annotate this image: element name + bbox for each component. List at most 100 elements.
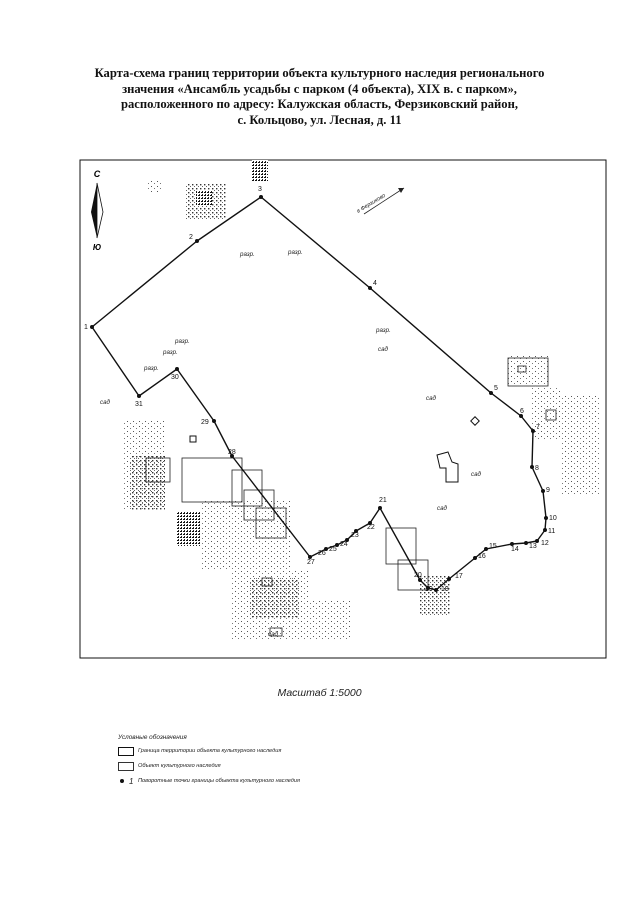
boundary-point-31 (137, 394, 141, 398)
land-label: сад (268, 631, 279, 638)
boundary-symbol (118, 746, 134, 756)
boundary-point-label-12: 12 (541, 540, 549, 547)
land-label: сад (471, 471, 482, 478)
boundary-point-label-10: 10 (549, 515, 557, 522)
heritage-boundary-line (91, 196, 547, 591)
boundary-point-label-16: 16 (478, 553, 486, 560)
boundary-point-label-9: 9 (546, 487, 550, 494)
boundary-point-16 (473, 556, 477, 560)
boundary-point-5 (489, 391, 493, 395)
object-symbol (118, 761, 134, 771)
title-line-1: Карта-схема границ территории объекта ку… (94, 66, 545, 80)
boundary-point-label-27: 27 (307, 559, 315, 566)
legend-point-text: Поворотные точки границы объекта культур… (138, 778, 300, 784)
boundary-point-label-11: 11 (548, 528, 555, 535)
title-line-3: расположенного по адресу: Калужская обла… (121, 97, 518, 112)
boundary-point-8 (530, 465, 534, 469)
compass-south-label: Ю (93, 243, 101, 252)
boundary-point-22 (368, 521, 372, 525)
terrain-texture (124, 160, 600, 640)
land-label: сад (378, 346, 389, 353)
boundary-point-label-2: 2 (189, 234, 193, 241)
title-line-4: с. Кольцово, ул. Лесная, д. 11 (237, 112, 402, 127)
boundary-point-label-14: 14 (511, 546, 519, 553)
legend-row-object: Объект культурного наследия (118, 760, 300, 772)
land-label: сад (437, 505, 448, 512)
compass: С Ю (91, 169, 104, 252)
title-line-2: значения «Ансамбль усадьбы с парком (4 о… (122, 81, 517, 96)
boundary-point-19 (426, 586, 430, 590)
boundary-point-26 (324, 547, 328, 551)
boundary-point-18 (434, 588, 438, 592)
boundary-point-label-25: 25 (329, 546, 337, 553)
boundary-point-3 (259, 195, 263, 199)
boundary-point-1 (90, 325, 94, 329)
boundary-point-21 (378, 506, 382, 510)
boundary-point-27 (308, 555, 312, 559)
boundary-point-label-26: 26 (318, 550, 326, 557)
land-label: разр. (143, 365, 159, 372)
land-label: разр. (375, 327, 391, 334)
boundary-point-29 (212, 419, 216, 423)
map-scale: Масштаб 1:5000 (277, 687, 362, 699)
legend-title: Условные обозначения (118, 734, 187, 741)
boundary-point-30 (175, 367, 179, 371)
boundary-point-label-21: 21 (379, 497, 387, 504)
boundary-point-24 (345, 538, 349, 542)
boundary-point-10 (544, 516, 548, 520)
boundary-point-label-31: 31 (135, 401, 143, 408)
boundary-point-9 (541, 489, 545, 493)
map-title: Карта-схема границ территории объекта ку… (40, 66, 599, 128)
point-symbol: 1 (118, 777, 134, 786)
boundary-point-25 (335, 543, 339, 547)
buildings (145, 357, 557, 637)
boundary-point-label-6: 6 (520, 408, 524, 415)
land-labels: разр. разр. разр. разр. разр. разр. сад сад сад с… (100, 249, 482, 638)
boundary-point-4 (368, 286, 372, 290)
boundary-point-label-29: 29 (201, 419, 209, 426)
boundary-point-label-23: 23 (351, 532, 359, 539)
boundary-point-label-8: 8 (535, 465, 539, 472)
boundary-point-label-20: 20 (414, 572, 422, 579)
boundary-point-label-4: 4 (373, 280, 377, 287)
legend-row-point: 1 Поворотные точки границы объекта культ… (118, 775, 300, 787)
boundary-point-label-13: 13 (529, 543, 537, 550)
boundary-point-13 (524, 541, 528, 545)
boundary-point-11 (543, 528, 547, 532)
boundary-point-20 (418, 578, 422, 582)
boundary-point-label-5: 5 (494, 385, 498, 392)
boundary-point-label-24: 24 (340, 541, 348, 548)
point-dot-icon (120, 779, 124, 783)
boundary-point-12 (535, 539, 539, 543)
land-label: сад (100, 399, 111, 406)
land-label: сад (426, 395, 437, 402)
road-label: в Ферзиково (356, 193, 387, 215)
boundary-point-label-28: 28 (228, 449, 236, 456)
boundary-point-label-18: 18 (441, 586, 449, 593)
boundary-point-7 (531, 429, 535, 433)
boundary-points: 1234567891011121314151617181920212223242… (84, 186, 557, 593)
legend-object-text: Объект культурного наследия (138, 763, 221, 769)
boundary-point-23 (354, 529, 358, 533)
boundary-point-label-1: 1 (84, 324, 88, 331)
boundary-point-17 (447, 577, 451, 581)
land-label: разр. (162, 349, 178, 356)
legend-boundary-text: Граница территории объекта культурного н… (138, 748, 282, 754)
land-label: разр. (174, 338, 190, 345)
land-label: разр. (287, 249, 303, 256)
boundary-point-label-15: 15 (489, 543, 497, 550)
boundary-point-label-22: 22 (367, 524, 375, 531)
boundary-point-2 (195, 239, 199, 243)
boundary-point-label-17: 17 (455, 573, 463, 580)
compass-north-label: С (94, 169, 101, 179)
land-label: разр. (239, 251, 255, 258)
legend-point-number: 1 (129, 776, 134, 786)
road-arrow (363, 187, 405, 215)
map-frame-border (79, 159, 607, 659)
boundary-point-6 (519, 414, 523, 418)
boundary-point-14 (510, 542, 514, 546)
boundary-point-28 (230, 454, 234, 458)
boundary-point-label-7: 7 (536, 424, 540, 431)
boundary-point-15 (484, 547, 488, 551)
